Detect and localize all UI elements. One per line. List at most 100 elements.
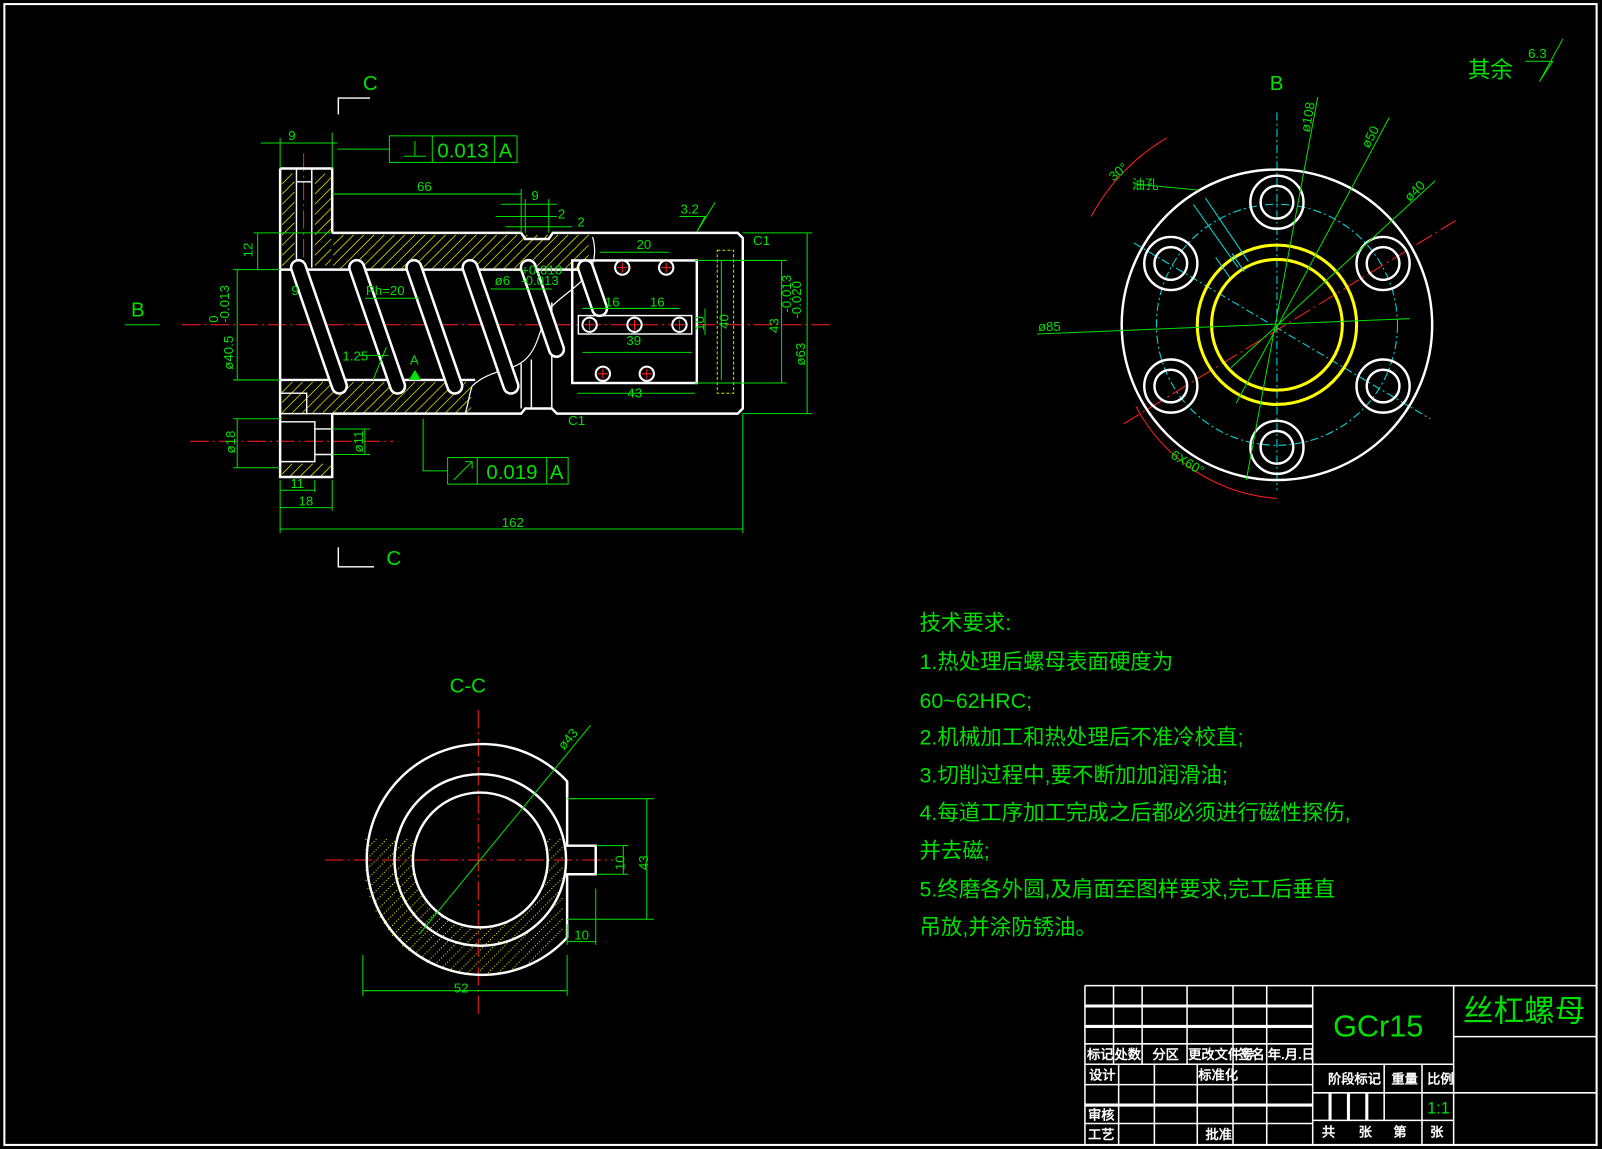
hatch-line: [300, 463, 314, 477]
hatch-dot: [402, 924, 404, 926]
hatch-dot: [551, 928, 553, 931]
hatch-dot: [449, 949, 451, 951]
hatch-dot: [400, 865, 402, 867]
hatch-dot: [406, 849, 408, 851]
hatch-dot: [375, 869, 377, 871]
hatch-dot: [555, 914, 557, 916]
hatch-dot: [377, 887, 379, 890]
tech-req-line: 2.机械加工和热处理后不准冷校直;: [919, 726, 1243, 750]
hatch-dot: [547, 892, 549, 894]
hatch-dot: [379, 916, 381, 918]
hatch-dot: [391, 883, 394, 886]
hatch-dot: [487, 951, 490, 953]
bolt-hole: [1153, 245, 1189, 282]
hatch-dot: [379, 896, 381, 898]
hatch-dot: [367, 887, 369, 890]
hatch-dot: [489, 969, 492, 971]
hatch-dot: [518, 941, 520, 943]
hatch-line: [394, 381, 426, 413]
hatch-line: [281, 191, 295, 205]
approve-label: 批准: [1205, 1126, 1232, 1142]
hatch-dot: [522, 947, 524, 949]
hatch-dot: [440, 916, 443, 918]
hatch-dot: [530, 949, 532, 951]
hatch-line: [332, 234, 344, 246]
hatch-dot: [504, 945, 506, 947]
hatch-dot: [410, 885, 412, 888]
hatch-line: [314, 197, 332, 215]
hatch-dot: [442, 924, 445, 926]
hatch-dot: [493, 934, 496, 937]
hatch-dot: [547, 932, 549, 935]
hatch-dot: [543, 906, 545, 908]
hatch-dot: [491, 947, 494, 949]
hatch-dot: [412, 934, 414, 937]
hatch-dot: [406, 869, 408, 871]
hatch-dot: [516, 943, 518, 945]
hatch-dot: [410, 916, 412, 918]
header-count: 处数: [1114, 1046, 1142, 1062]
hatch-dot: [410, 906, 412, 908]
hatch-dot: [518, 920, 520, 922]
hatch-dot: [553, 926, 555, 928]
hatch-dot: [395, 920, 398, 922]
hatch-dot: [430, 947, 432, 949]
hatch-dot: [526, 912, 528, 914]
hatch-line: [534, 234, 569, 269]
hatch-dot: [432, 934, 434, 937]
hatch-dot: [393, 912, 396, 914]
hatch-dot: [400, 855, 402, 857]
hatch-dot: [475, 963, 477, 965]
hatch-line: [332, 234, 365, 266]
hatch-dot: [430, 916, 432, 918]
hatch-line: [370, 234, 406, 269]
hatch-dot: [518, 961, 520, 963]
hole-center-mark: [597, 368, 608, 379]
hatch-line: [465, 407, 472, 413]
hatch-dot: [467, 971, 469, 973]
thread-helix-inner: [407, 261, 461, 393]
hatch-dot: [453, 955, 455, 957]
hatch-line: [380, 234, 416, 269]
hatch-dot: [381, 894, 383, 896]
hatch-dot: [444, 922, 447, 924]
hatch-dot: [512, 967, 514, 969]
hatch-dot: [520, 928, 522, 931]
hatch-dot: [551, 857, 553, 859]
hatch-dot: [559, 849, 561, 851]
hatch-dot: [504, 924, 506, 926]
hatch-dot: [410, 926, 412, 928]
datum-triangle: [408, 369, 422, 380]
hatch-dot: [379, 845, 381, 847]
hatch-dot: [412, 894, 414, 896]
hatch-dot: [436, 961, 439, 963]
hatch-dot: [404, 861, 406, 863]
hatch-dot: [469, 959, 471, 961]
hatch-dot: [557, 840, 559, 843]
hatch-dot: [551, 898, 553, 900]
hatch-dot: [389, 845, 392, 847]
hatch-dot: [383, 912, 385, 914]
hatch-dot: [530, 959, 532, 961]
hatch-dot: [432, 945, 434, 947]
hatch-dot: [487, 930, 490, 933]
hatch-dot: [559, 869, 561, 871]
hatch-dot: [397, 928, 400, 931]
hatch-dot: [420, 906, 422, 908]
hatch-dot: [404, 912, 406, 914]
hatch-dot: [471, 936, 473, 939]
hatch-dot: [393, 840, 396, 843]
hatch-dot: [397, 908, 400, 910]
hatch-dot: [553, 916, 555, 918]
dim-lead: Ph=20: [366, 283, 405, 298]
hatch-dot: [444, 963, 447, 965]
hatch-dot: [561, 877, 563, 879]
tech-req-line: 1.热处理后螺母表面硬度为: [919, 650, 1173, 674]
dim-hole-18: ø18: [223, 431, 238, 454]
hatch-dot: [559, 910, 561, 912]
dim-angle-30: 30°: [1106, 160, 1131, 184]
hatch-dot: [449, 959, 451, 961]
hatch-line: [281, 212, 295, 225]
hatch-dot: [496, 963, 498, 965]
dim-slot-16a: 16: [605, 294, 620, 309]
